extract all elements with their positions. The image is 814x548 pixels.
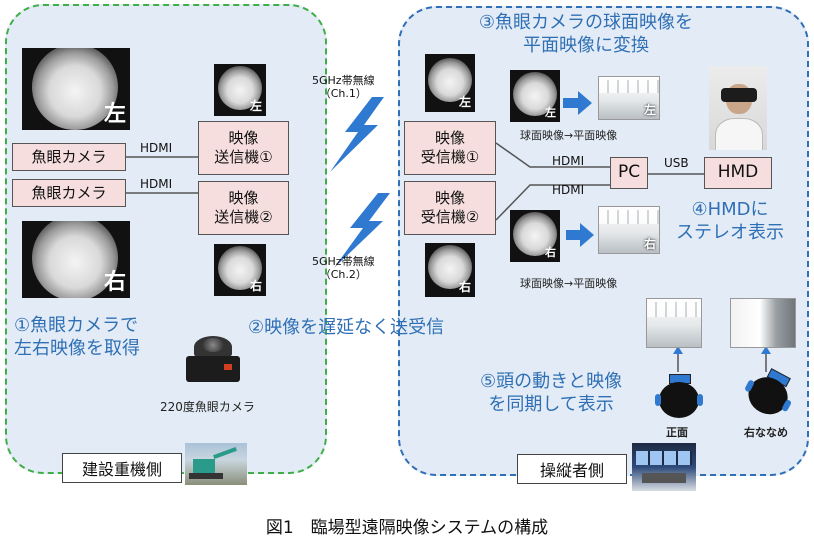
product-caption: 220度魚眼カメラ [160,400,255,414]
sphere-left-image: 左 [510,70,560,122]
front-view-image [646,298,702,348]
operator-room-image [632,443,696,491]
step-1-text: ①魚眼カメラで 左右映像を取得 [14,315,140,359]
hdmi-label-right-1: HDMI [552,154,585,168]
head-front-icon [655,374,703,420]
hmd-box: HMD [704,157,772,189]
hdmi-label-left-2: HDMI [140,177,173,191]
construction-side-label: 建設重機側 [62,453,182,483]
sphere-right-image: 右 [510,210,560,262]
conversion-caption-2: 球面映像→平面映像 [520,277,618,290]
lightning-bolt-icon [334,193,390,268]
conversion-caption-1: 球面映像→平面映像 [520,129,618,142]
figure-caption: 図1 臨場型遠隔映像システムの構成 [265,518,549,538]
right-thumb-label: 右 [249,279,262,293]
step-2-text: ②映像を遅延なく送受信 [248,317,445,338]
received-left-thumb-image: 左 [425,54,475,112]
hdmi-label-left-1: HDMI [140,141,173,155]
pc-box: PC [610,157,648,189]
usb-label: USB [664,156,689,170]
step-5-text: ⑤頭の動きと映像 を同期して表示 [480,371,623,416]
front-label: 正面 [666,426,688,439]
receiver-box-1: 映像 受信機① [404,121,496,175]
fisheye-camera-product-image [182,334,244,390]
right-thumb-image: 右 [214,244,266,296]
lightning-bolt-icon [330,97,384,172]
right-camera-label: 右 [103,270,126,295]
received-left-thumb-label: 左 [458,95,471,109]
fisheye-camera-box-1: 魚眼カメラ [12,143,126,171]
step-3-text: ③魚眼カメラの球面映像を 平面映像に変換 [478,12,694,57]
step-4-text: ④HMDに ステレオ表示 [676,199,784,244]
left-thumb-label: 左 [249,99,262,113]
receiver-box-2: 映像 受信機② [404,181,496,235]
left-camera-label: 左 [103,102,126,127]
transmitter-box-2: 映像 送信機② [198,181,289,235]
wireless-label-2: 5GHz帯無線 （Ch.2） [312,255,375,282]
diagonal-view-image [730,298,796,348]
hdmi-label-right-2: HDMI [552,183,585,197]
construction-machine-image [185,443,247,485]
wireless-label-1: 5GHz帯無線 （Ch.1） [312,74,375,101]
diagonal-label: 右ななめ [744,426,788,439]
flat-left-image: 左 [598,76,660,120]
fisheye-camera-box-2: 魚眼カメラ [12,179,126,207]
received-right-thumb-image: 右 [425,243,475,297]
left-thumb-image: 左 [214,64,266,116]
hmd-user-photo [709,66,767,150]
transmitter-box-1: 映像 送信機① [198,121,289,175]
right-camera-image: 右 [22,221,130,298]
left-camera-image: 左 [22,48,130,130]
flat-right-image: 右 [598,206,660,254]
operator-side-label: 操縦者側 [517,454,627,484]
received-right-thumb-label: 右 [458,280,471,294]
